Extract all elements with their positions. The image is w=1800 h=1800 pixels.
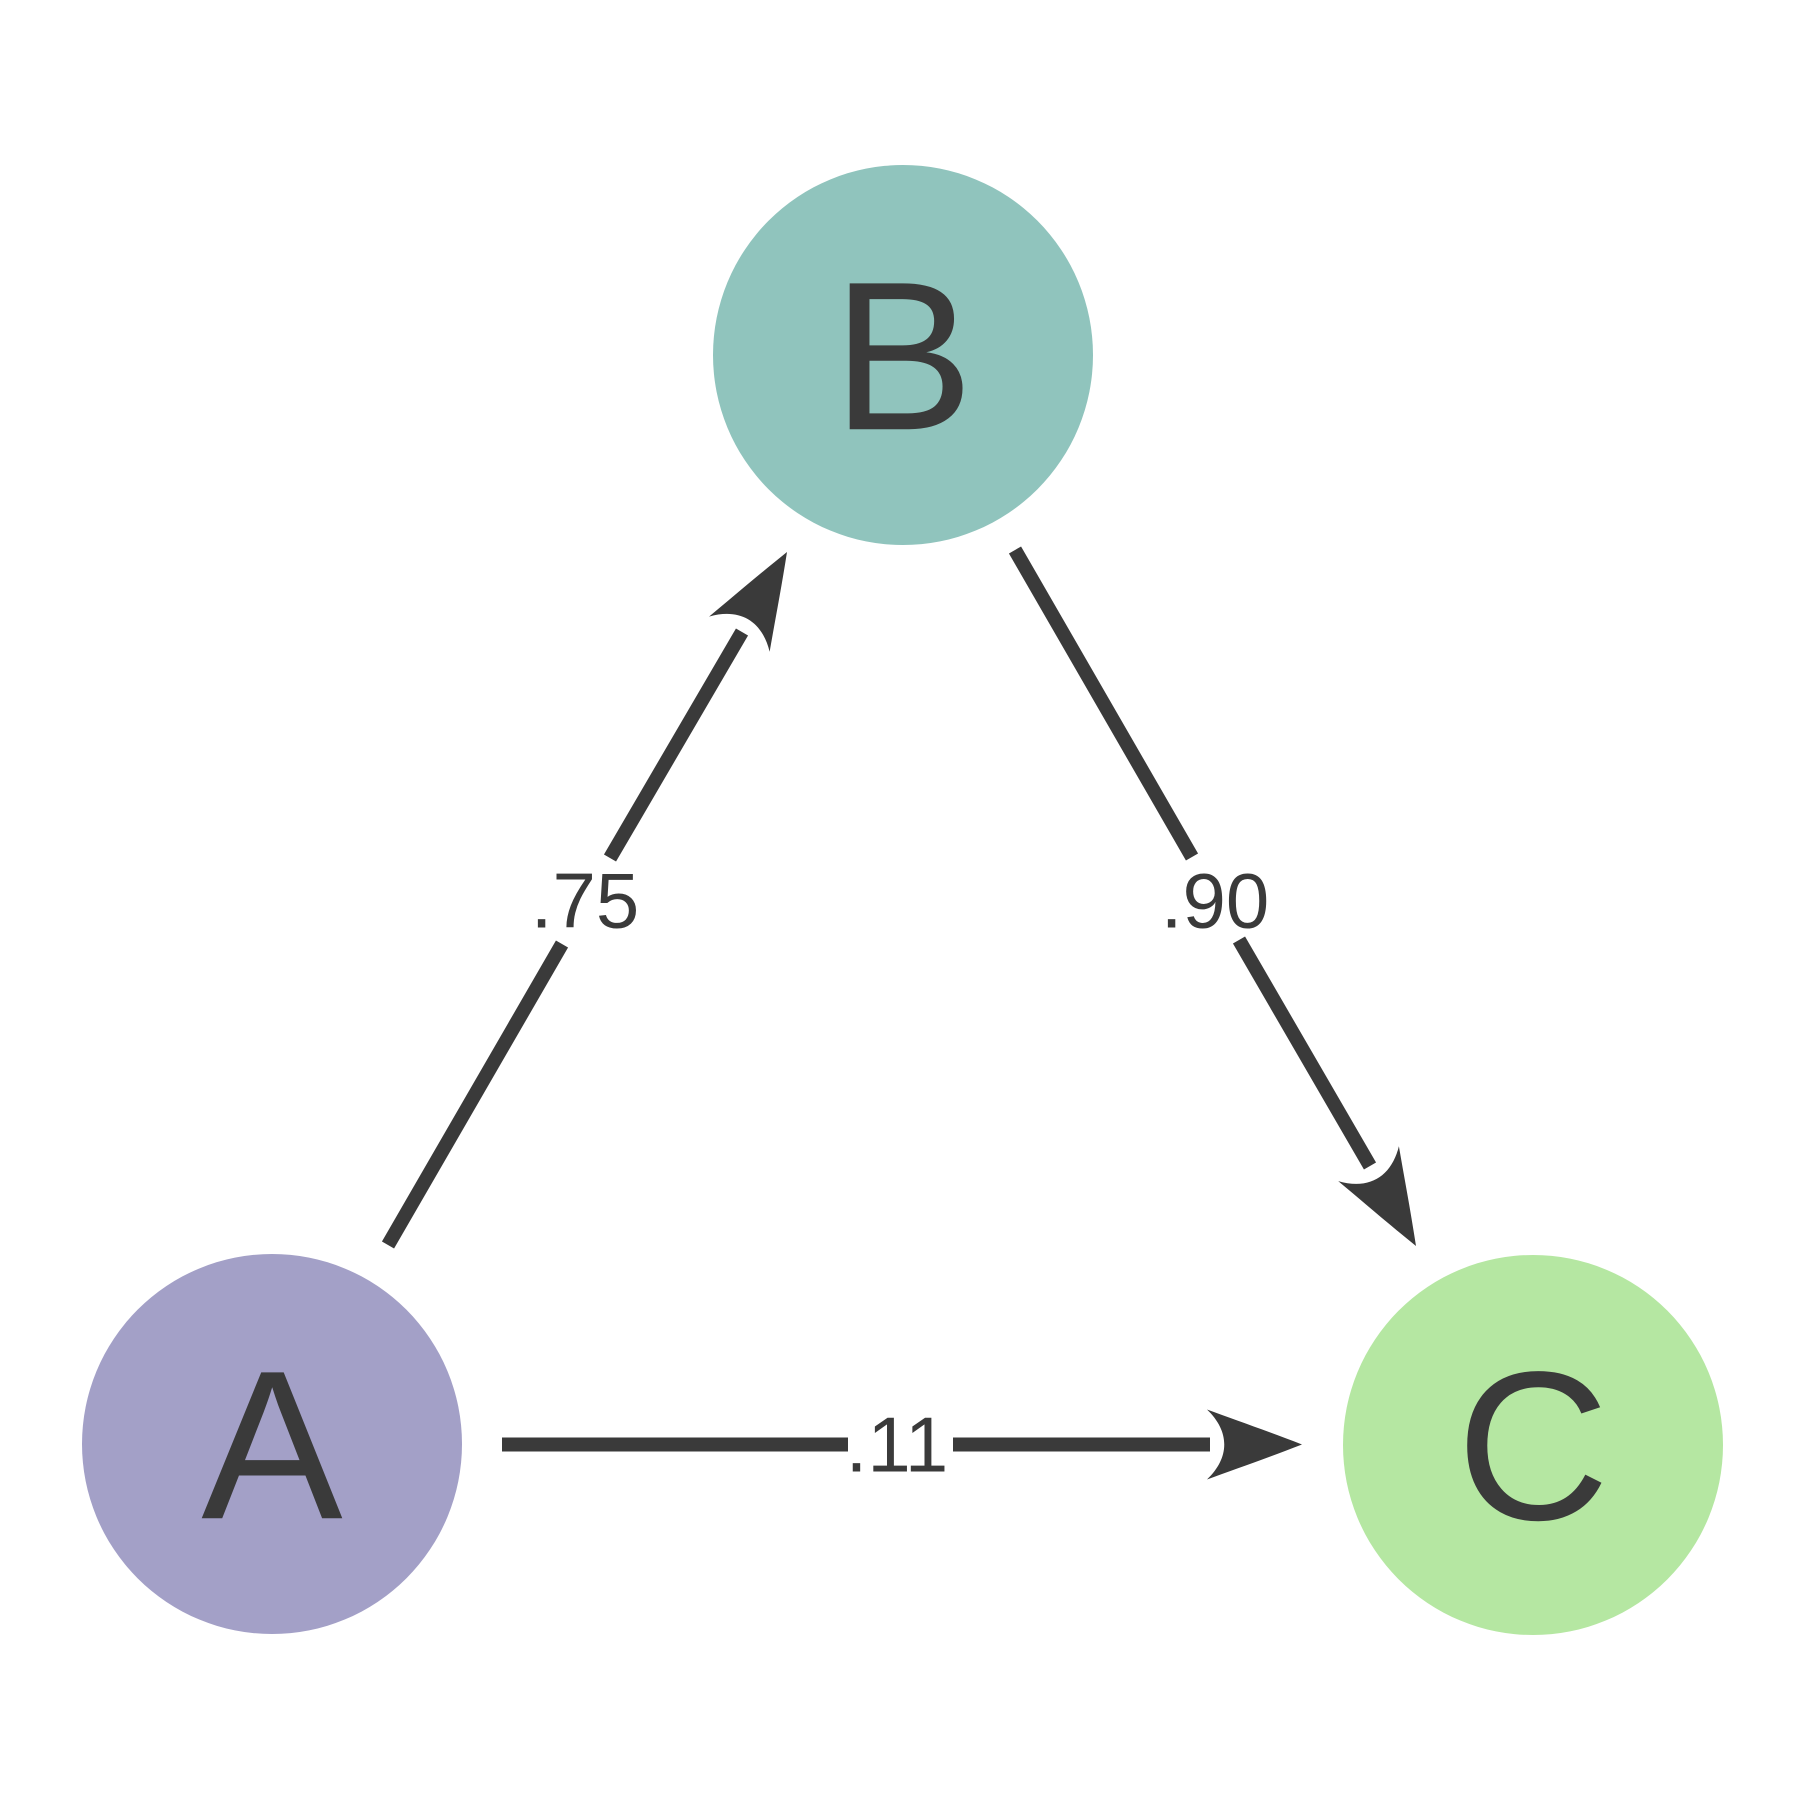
edge-a-b-weight-label: .75	[531, 856, 639, 944]
edge-a-c-arrowhead-icon	[1207, 1409, 1302, 1480]
edge-b-c-segment-lower	[1232, 936, 1377, 1170]
edge-b-c-weight-label: .90	[1161, 856, 1269, 944]
node-a-label: A	[201, 1326, 342, 1563]
edge-b-c-arrowhead-icon	[1338, 1146, 1416, 1246]
edge-a-b-arrowhead-icon	[709, 552, 787, 652]
node-b-circle	[713, 165, 1093, 545]
node-a: A	[82, 1254, 462, 1634]
node-c-label: C	[1456, 1327, 1609, 1564]
edge-a-c-weight-label: .11	[846, 1400, 949, 1488]
node-c-circle	[1343, 1255, 1723, 1635]
edge-b-c: .90	[1008, 546, 1416, 1246]
edge-a-b-segment-upper	[603, 628, 749, 862]
node-b-label: B	[832, 237, 973, 474]
node-c: C	[1343, 1255, 1723, 1635]
edge-a-c: .11	[502, 1400, 1302, 1488]
edge-a-b-segment-lower	[381, 940, 569, 1249]
edge-a-b: .75	[381, 552, 787, 1249]
node-b: B	[713, 165, 1093, 545]
edge-b-c-segment-upper	[1008, 546, 1199, 861]
node-a-circle	[82, 1254, 462, 1634]
